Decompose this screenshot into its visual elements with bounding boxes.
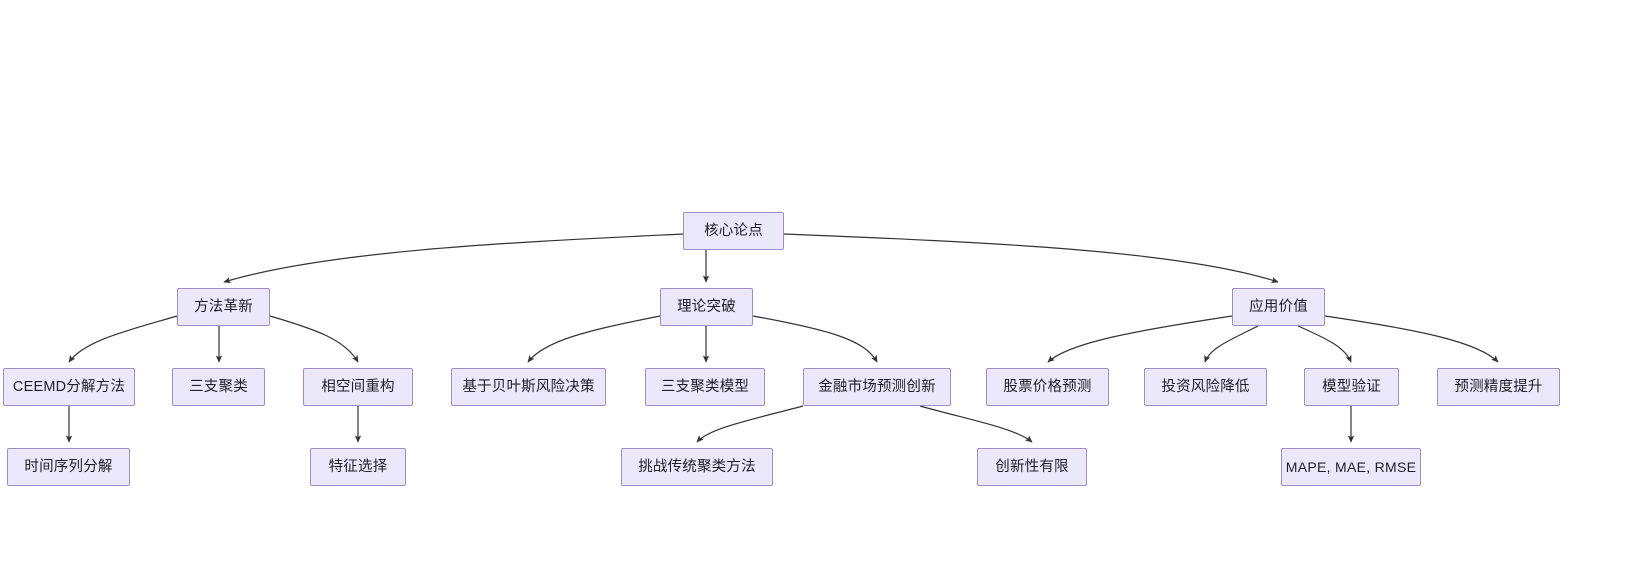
node-label: 基于贝叶斯风险决策 <box>462 378 595 395</box>
node-label: 挑战传统聚类方法 <box>638 458 756 475</box>
node-n2[interactable]: 理论突破 <box>660 288 753 326</box>
node-label: 方法革新 <box>194 298 253 315</box>
node-label: 应用价值 <box>1249 298 1308 315</box>
node-label: 股票价格预测 <box>1003 378 1092 395</box>
edge-n2-to-n9 <box>752 315 878 363</box>
edge-n0-to-n3 <box>783 233 1279 284</box>
edge-n3-to-n11 <box>1204 325 1259 363</box>
edge-n2-to-n7 <box>527 315 661 363</box>
edge-n3-to-n10 <box>1047 315 1233 363</box>
node-n17[interactable]: 创新性有限 <box>977 448 1087 486</box>
node-n16[interactable]: 挑战传统聚类方法 <box>621 448 773 486</box>
node-n14[interactable]: 时间序列分解 <box>7 448 130 486</box>
node-label: 创新性有限 <box>995 458 1069 475</box>
edge-n3-to-n12 <box>1297 325 1352 363</box>
node-label: MAPE, MAE, RMSE <box>1285 459 1417 475</box>
node-n9[interactable]: 金融市场预测创新 <box>803 368 951 406</box>
node-n11[interactable]: 投资风险降低 <box>1144 368 1267 406</box>
node-label: 核心论点 <box>704 222 763 239</box>
edge-n0-to-n1 <box>223 233 684 284</box>
node-label: 投资风险降低 <box>1161 378 1250 395</box>
node-n5[interactable]: 三支聚类 <box>172 368 265 406</box>
node-n3[interactable]: 应用价值 <box>1232 288 1325 326</box>
node-n13[interactable]: 预测精度提升 <box>1437 368 1560 406</box>
node-n8[interactable]: 三支聚类模型 <box>645 368 765 406</box>
node-n12[interactable]: 模型验证 <box>1304 368 1399 406</box>
edge-n1-to-n6 <box>269 315 359 363</box>
node-n6[interactable]: 相空间重构 <box>303 368 413 406</box>
node-n15[interactable]: 特征选择 <box>310 448 406 486</box>
node-label: 理论突破 <box>677 298 736 315</box>
edge-n9-to-n16 <box>696 405 804 443</box>
node-n7[interactable]: 基于贝叶斯风险决策 <box>451 368 606 406</box>
edge-n3-to-n13 <box>1324 315 1499 363</box>
node-n10[interactable]: 股票价格预测 <box>986 368 1109 406</box>
node-label: 模型验证 <box>1322 378 1381 395</box>
node-label: 三支聚类模型 <box>660 378 750 395</box>
node-label: 时间序列分解 <box>24 458 113 475</box>
edge-n9-to-n17 <box>919 405 1033 443</box>
node-n1[interactable]: 方法革新 <box>177 288 270 326</box>
node-label: 金融市场预测创新 <box>818 378 936 395</box>
node-label: 三支聚类 <box>189 378 248 395</box>
node-label: CEEMD分解方法 <box>12 378 126 395</box>
node-label: 相空间重构 <box>321 378 395 395</box>
node-n4[interactable]: CEEMD分解方法 <box>3 368 135 406</box>
node-n0[interactable]: 核心论点 <box>683 212 784 250</box>
node-label: 预测精度提升 <box>1454 378 1543 395</box>
node-label: 特征选择 <box>328 458 388 475</box>
node-n18[interactable]: MAPE, MAE, RMSE <box>1281 448 1421 486</box>
edge-n1-to-n4 <box>68 315 178 363</box>
